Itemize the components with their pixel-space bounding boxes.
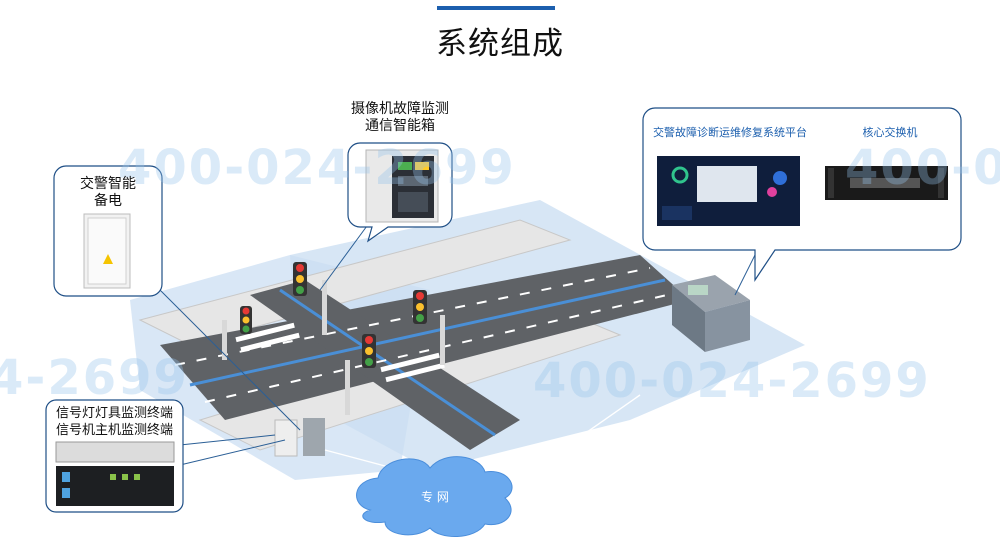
terminal-callout: [45, 399, 184, 513]
traffic-light-1: [293, 262, 327, 335]
terminal-label: 信号灯灯具监测终端 信号机主机监测终端: [46, 405, 183, 439]
roadside-cabinet: [274, 419, 298, 457]
roadside-pillar: [303, 418, 325, 456]
terminal-label-line2: 信号机主机监测终端: [55, 423, 173, 438]
traffic-light-4: [222, 306, 252, 360]
watermark-1: 400-024-2699: [118, 140, 516, 196]
smart-box-callout: [347, 142, 453, 243]
power-label-line1: 交警智能: [80, 176, 136, 192]
watermark-4: 400-024-2699: [845, 140, 1000, 196]
platform-callout: [642, 107, 962, 282]
lane-line-blue: [189, 278, 666, 387]
switch-label: 核心交换机: [862, 126, 918, 139]
zebra-crossing: [235, 322, 445, 383]
terminal-label-line1: 信号灯灯具监测终端: [55, 406, 173, 421]
title-accent-bar: [437, 6, 555, 10]
power-label-line2: 备电: [94, 193, 122, 209]
traffic-light-2: [413, 290, 445, 365]
platform-label: 交警故障诊断运维修复系统平台: [653, 126, 807, 139]
traffic-light-3: [345, 334, 376, 415]
smart-box-label-line2: 通信智能箱: [365, 118, 435, 134]
smart-box-label: 摄像机故障监测 通信智能箱: [330, 101, 470, 135]
watermark-3: 4-2699: [0, 350, 189, 406]
private-network-label: 专 网: [421, 490, 449, 504]
control-building: [672, 275, 750, 352]
power-callout: [53, 165, 163, 297]
page-title: 系统组成: [436, 26, 564, 62]
power-label: 交警智能 备电: [54, 176, 162, 210]
smart-box-label-line1: 摄像机故障监测: [351, 101, 449, 117]
watermark-2: 400-024-2699: [533, 353, 931, 409]
private-network-cloud: [356, 456, 513, 538]
lane-line-blue-2: [279, 288, 496, 437]
road-main: [160, 255, 690, 420]
